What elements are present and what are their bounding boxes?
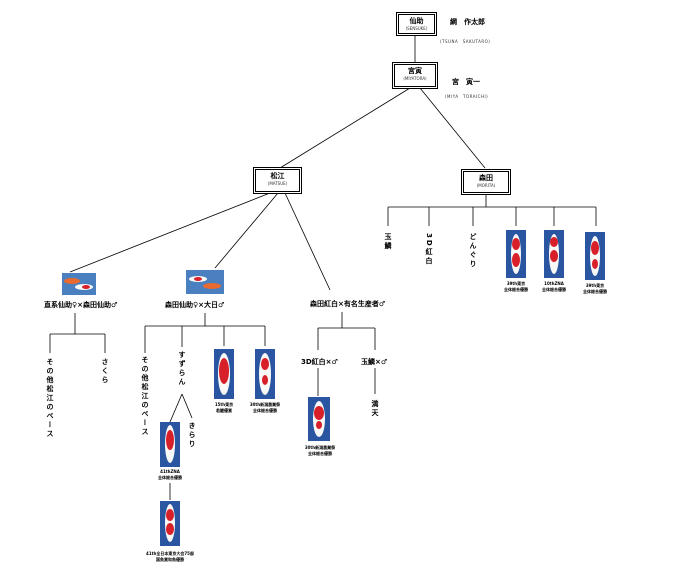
matsue-romaji: (MATSUE) bbox=[267, 181, 288, 186]
caption-line: 30th新潟農業祭 bbox=[249, 402, 281, 407]
koi-caption: 41th全日本東京大会75部 国魚賞和魚優勝 bbox=[130, 551, 210, 563]
koi-caption: 30th新潟農業祭 全体総合優勝 bbox=[235, 402, 295, 414]
koi-caption: 15th東京 若鯉優賞 bbox=[194, 402, 254, 414]
koi-pond-photo bbox=[186, 270, 224, 294]
caption-line: 全体総合優勝 bbox=[308, 451, 332, 456]
caption-line: 国魚賞和魚優勝 bbox=[156, 557, 184, 562]
kirari-label: きらり bbox=[188, 422, 196, 449]
caption-line: 全体総合優勝 bbox=[504, 287, 528, 292]
mid-cross-label: 森田仙助♀×大日♂ bbox=[165, 301, 225, 309]
sendai-owner: 綱 作太郎 bbox=[450, 18, 485, 26]
koi-photo bbox=[506, 230, 526, 278]
morita-box: 森田 (MORITA) bbox=[463, 171, 509, 193]
left-child-base: その他松江のベース bbox=[46, 358, 54, 439]
caption-line: 全体総合優勝 bbox=[253, 408, 277, 413]
caption-line: 39th東京 bbox=[506, 281, 526, 286]
mid-child-base: その他松江のベース bbox=[141, 356, 149, 437]
caption-line: 39th東京 bbox=[585, 283, 605, 288]
caption-line: 若鯉優賞 bbox=[216, 408, 232, 413]
koi-photo bbox=[255, 349, 275, 399]
caption-line: 15th東京 bbox=[214, 402, 234, 407]
miya-owner-romaji: (MIYA TORAICHI) bbox=[445, 94, 489, 99]
sendai-owner-romaji: (TSUNA SAKUTARO) bbox=[440, 39, 491, 44]
koi-photo bbox=[214, 349, 234, 399]
morita-name: 森田 bbox=[479, 174, 493, 182]
morita-child-gyokurin: 玉鱗 bbox=[384, 233, 392, 251]
koi-caption: 10thZNA 全体総合優勝 bbox=[524, 281, 584, 293]
koi-caption: 39th東京 全体総合優勝 bbox=[486, 281, 546, 293]
sendai-name: 仙助 bbox=[409, 17, 424, 25]
miya-romaji: (MIYATORA) bbox=[403, 76, 427, 81]
left-cross-label: 直系仙助♀×森田仙助♂ bbox=[44, 301, 118, 309]
caption-line: 10thZNA bbox=[544, 281, 564, 286]
right-child-gyokurin: 玉鱗×♂ bbox=[361, 358, 388, 366]
matsue-box: 松江 (MATSUE) bbox=[255, 169, 300, 192]
koi-photo bbox=[160, 422, 180, 467]
miya-box: 宮寅 (MIYATORA) bbox=[394, 64, 436, 87]
sendai-romaji: (SENSUKE) bbox=[405, 26, 428, 31]
left-child-sakura: さくら bbox=[101, 358, 109, 385]
caption-line: 41thZNA bbox=[160, 469, 180, 474]
koi-caption: 30th新潟農業祭 全体総合優勝 bbox=[290, 445, 350, 457]
morita-child-3d-kohaku: 3D紅白 bbox=[425, 233, 433, 266]
sendai-box: 仙助 (SENSUKE) bbox=[398, 14, 435, 34]
koi-photo bbox=[544, 230, 564, 278]
caption-line: 全体総合優勝 bbox=[158, 475, 182, 480]
right-cross-label: 森田紅白×有名生産者♂ bbox=[310, 300, 386, 308]
caption-line: 41th全日本東京大会75部 bbox=[146, 551, 194, 556]
right-child-3d-kohaku: 3D紅白×♂ bbox=[301, 358, 338, 366]
koi-caption: 41thZNA 全体総合優勝 bbox=[140, 469, 200, 481]
manten-label: 満天 bbox=[371, 400, 379, 418]
miya-name: 宮寅 bbox=[408, 67, 422, 75]
koi-photo bbox=[160, 501, 180, 546]
caption-line: 全体総合優勝 bbox=[542, 287, 566, 292]
mid-child-suzuran: すずらん bbox=[178, 351, 186, 387]
matsue-name: 松江 bbox=[270, 172, 285, 180]
koi-photo bbox=[585, 232, 605, 280]
morita-romaji: (MORITA) bbox=[476, 183, 496, 188]
koi-pond-photo bbox=[62, 273, 96, 295]
morita-child-donguri: どんぐり bbox=[469, 233, 477, 269]
koi-caption: 39th東京 全体総合優勝 bbox=[565, 283, 625, 295]
caption-line: 全体総合優勝 bbox=[583, 289, 607, 294]
miya-owner: 宮 寅一 bbox=[452, 78, 480, 86]
koi-photo bbox=[308, 397, 330, 441]
caption-line: 30th新潟農業祭 bbox=[304, 445, 336, 450]
